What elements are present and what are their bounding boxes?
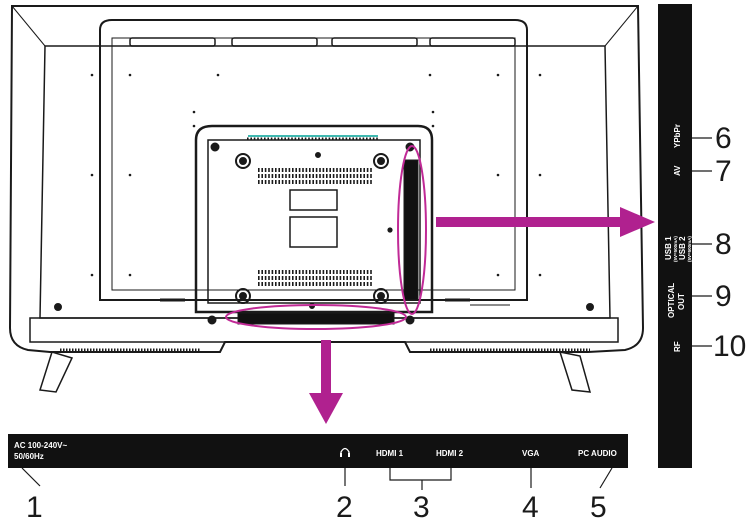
bottom-port-strip — [237, 312, 395, 325]
usb2-label: USB 2 — [678, 236, 687, 260]
callout-3: 3 — [413, 491, 430, 524]
bottom-leader-lines — [21, 467, 613, 490]
callout-9: 9 — [715, 280, 732, 313]
tv-inner-frame — [39, 45, 611, 319]
hdmi2-label: HDMI 2 — [436, 449, 464, 458]
callout-5: 5 — [590, 491, 607, 524]
usb2-spec-label: (5V=500mA) — [687, 236, 692, 262]
side-leader-lines — [692, 137, 712, 347]
bottom-connector-panel: AC 100-240V~ 50/60Hz HDMI 1 HDMI 2 VGA P… — [8, 434, 628, 468]
label-plate-2 — [289, 216, 338, 248]
side-port-strip — [403, 159, 419, 301]
hdmi1-label: HDMI 1 — [376, 449, 404, 458]
callout-6: 6 — [715, 122, 732, 155]
bottom-ports-highlight — [225, 304, 407, 330]
ac-power-label-line1: AC 100-240V~ — [14, 441, 67, 450]
usb1-spec-label: (5V=500mA) — [673, 236, 678, 262]
callout-1: 1 — [26, 491, 43, 524]
headphone-icon — [340, 447, 350, 457]
arrow-to-side-panel — [436, 207, 655, 237]
callout-8: 8 — [715, 228, 732, 261]
tv-back-illustration — [8, 5, 645, 353]
side-connector-panel: YPbPr AV USB 1 (5V=500mA) USB 2 (5V=500m… — [658, 4, 692, 468]
label-plate-1 — [289, 189, 338, 211]
stand-foot-right — [558, 351, 592, 393]
callout-4: 4 — [522, 491, 539, 524]
top-handle-3 — [331, 37, 418, 47]
callout-10: 10 — [713, 330, 746, 363]
vga-label: VGA — [522, 449, 540, 458]
optical-label-line1: OPTICAL — [667, 283, 676, 318]
tv-rear-housing-inner — [111, 37, 516, 291]
stand-foot-left — [39, 351, 74, 393]
side-ports-highlight — [397, 145, 427, 315]
rf-label: RF — [673, 341, 682, 352]
ac-power-label-line2: 50/60Hz — [14, 452, 44, 461]
ypbpr-label: YPbPr — [673, 124, 682, 148]
vent-grille-bottom — [258, 270, 372, 286]
top-handle-1 — [129, 37, 216, 47]
vesa-mount-panel — [194, 124, 434, 325]
vent-grille-top — [247, 137, 378, 184]
optical-label-line2: OUT — [677, 293, 686, 310]
usb1-label: USB 1 — [664, 236, 673, 260]
pc-audio-label: PC AUDIO — [578, 449, 617, 458]
av-label: AV — [673, 165, 682, 176]
arrow-to-bottom-panel — [309, 340, 343, 424]
callout-2: 2 — [336, 491, 353, 524]
top-handle-2 — [231, 37, 318, 47]
top-handle-4 — [429, 37, 516, 47]
callout-7: 7 — [715, 155, 732, 188]
vesa-screw-holes — [207, 142, 415, 325]
tv-rear-housing — [99, 19, 528, 301]
